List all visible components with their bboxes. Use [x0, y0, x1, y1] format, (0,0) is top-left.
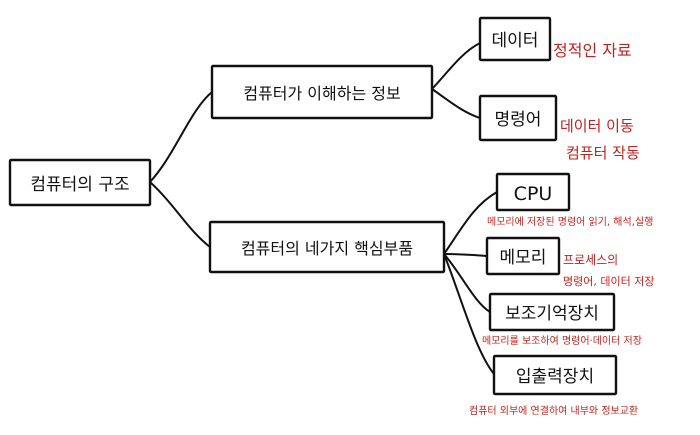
edge-parts-storage	[443, 253, 491, 313]
leaf-node-memory: 메모리	[485, 236, 561, 276]
branch-node-core-parts-label: 컴퓨터의 네가지 핵심부품	[241, 239, 413, 258]
edge-parts-memory	[443, 253, 488, 257]
branch-node-information-label: 컴퓨터가 이해하는 정보	[243, 84, 400, 103]
leaf-node-instruction-label: 명령어	[495, 110, 542, 130]
edge-info-instruction	[431, 88, 481, 119]
leaf-node-data-label: 데이터	[492, 31, 539, 51]
leaf-node-data: 데이터	[478, 16, 552, 62]
note-input-output: 컴퓨터 외부에 연결하여 내부와 정보교환	[469, 404, 638, 417]
leaf-node-secondary-storage-label: 보조기억장치	[505, 304, 599, 324]
edge-parts-io	[443, 253, 495, 375]
note-memory-line-1: 프로세스의	[563, 253, 618, 267]
root-node: 컴퓨터의 구조	[8, 158, 152, 207]
leaf-node-secondary-storage: 보조기억장치	[488, 292, 616, 332]
note-instruction-line-1: 데이터 이동	[560, 117, 634, 135]
note-secondary-storage: 메모리를 보조하여 명령어·데이터 저장	[482, 334, 642, 347]
leaf-node-input-output: 입출력장치	[492, 354, 618, 396]
note-instruction-line-2: 컴퓨터 작동	[566, 144, 640, 162]
leaf-node-memory-label: 메모리	[500, 248, 547, 268]
leaf-node-input-output-label: 입출력장치	[516, 367, 594, 387]
edge-root-branch-parts	[149, 181, 211, 248]
note-cpu: 메모리에 저장된 명령어 읽기, 해석,실행	[487, 215, 653, 228]
root-node-label: 컴퓨터의 구조	[30, 175, 129, 195]
edge-info-data	[431, 42, 481, 90]
leaf-node-cpu-label: CPU	[514, 183, 553, 205]
branch-node-information: 컴퓨터가 이해하는 정보	[210, 64, 434, 120]
branch-node-core-parts: 컴퓨터의 네가지 핵심부품	[208, 220, 446, 274]
note-data: 정적인 자료	[553, 41, 632, 60]
edge-root-branch-info	[149, 91, 213, 183]
leaf-node-instruction: 명령어	[478, 94, 558, 142]
connector-lines	[149, 42, 498, 375]
note-memory-line-2: 명령어, 데이터 저장	[563, 275, 654, 288]
leaf-node-cpu: CPU	[495, 172, 571, 212]
edge-parts-cpu	[443, 191, 498, 255]
